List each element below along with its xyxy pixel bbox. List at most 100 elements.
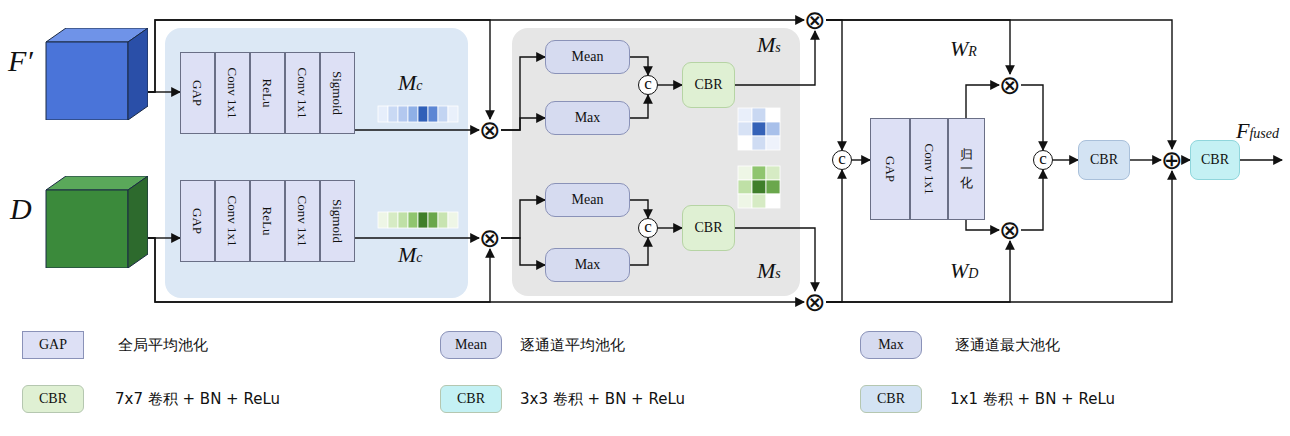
node-label: D — [10, 192, 32, 226]
legend-text: 全局平均池化 — [118, 331, 208, 359]
layer-box: GAP — [870, 118, 910, 220]
layer-box: Sigmoid — [320, 180, 355, 262]
spatial-weight-cell — [752, 194, 766, 208]
module-panel: MsMsMeanMaxcCBRMeanMaxcCBR — [512, 28, 800, 296]
legend-text: 7x7 卷积 + BN + ReLu — [115, 385, 280, 413]
spatial-weight-cell — [752, 108, 766, 122]
channel-weight-cell — [408, 106, 418, 122]
layer-box: ReLu — [250, 52, 285, 134]
pooling-box: Mean — [545, 183, 630, 217]
legend-text: 逐通道最大池化 — [955, 331, 1060, 359]
node-label: Conv 1x1 — [225, 68, 241, 119]
data-flow-arrow — [826, 20, 1010, 74]
legend-sample-label: CBR — [39, 391, 67, 407]
data-flow-arrow — [1053, 159, 1078, 160]
input-tensor: D — [8, 176, 148, 268]
layer-box: Conv 1x1 — [215, 52, 250, 134]
weight-label: WR — [950, 36, 977, 62]
data-flow-arrow — [966, 220, 999, 230]
channel-weight-cell — [418, 212, 428, 228]
data-flow-arrow — [658, 84, 682, 85]
node-label: F′ — [8, 44, 33, 78]
node-label: Sigmoid — [330, 71, 346, 115]
layer-box: Sigmoid — [320, 52, 355, 134]
node-label: GAP — [189, 80, 205, 106]
legend-swatch: CBR — [22, 385, 84, 413]
node-label: GAP — [189, 208, 205, 234]
node-label: CBR — [694, 77, 722, 93]
layer-box: 归一化 — [948, 118, 985, 220]
spatial-weight-cell — [766, 180, 780, 194]
node-label: CBR — [694, 220, 722, 236]
layer-box: Conv 1x1 — [910, 118, 948, 220]
operator-symbol: ⊗ — [479, 227, 501, 249]
node-label: CBR — [1201, 152, 1229, 168]
legend-text: 逐通道平均池化 — [520, 331, 625, 359]
layer-box: Conv 1x1 — [215, 180, 250, 262]
layer-box: Conv 1x1 — [285, 52, 320, 134]
concat-circle: c — [638, 218, 658, 238]
node-label: Conv 1x1 — [295, 196, 311, 247]
data-flow-arrow — [630, 95, 648, 118]
channel-panel — [165, 28, 468, 298]
node-label: ⊗ — [479, 119, 501, 141]
node-label: c — [644, 75, 652, 92]
cube-face — [46, 42, 128, 120]
channel-weight-cell — [378, 106, 388, 122]
spatial-panel — [512, 28, 800, 296]
legend-sample-label: Max — [878, 337, 904, 353]
data-flow-arrow — [501, 238, 545, 265]
weight-label: Ffused — [1236, 118, 1279, 144]
data-flow-arrow — [735, 31, 815, 85]
data-flow-arrow — [735, 228, 815, 291]
node-label: c — [1039, 150, 1047, 167]
data-flow-arrow — [501, 200, 545, 238]
conv-block: CBR — [682, 205, 735, 251]
data-flow-arrow — [852, 159, 870, 160]
data-flow-arrow — [1021, 170, 1043, 230]
node-label: GAP — [882, 156, 898, 182]
data-flow-arrow — [355, 129, 479, 130]
node-label: Max — [575, 110, 601, 126]
channel-weight-cell — [448, 106, 458, 122]
channel-weight-cell — [398, 106, 408, 122]
node-label: ⊗ — [804, 291, 826, 313]
pooling-box: Max — [545, 248, 630, 282]
legend-sample-label: GAP — [39, 337, 67, 353]
data-flow-arrow — [501, 118, 545, 130]
legend-text: 3x3 卷积 + BN + ReLu — [520, 385, 685, 413]
spatial-weight-cell — [766, 108, 780, 122]
operator-symbol: ⊗ — [804, 9, 826, 31]
data-flow-arrow — [826, 20, 842, 150]
operator-symbol: ⊗ — [804, 291, 826, 313]
concat-circle: c — [638, 75, 658, 95]
spatial-weight-cell — [752, 136, 766, 150]
node-label: Mean — [572, 49, 604, 65]
spatial-weight-cell — [766, 136, 780, 150]
data-flow-arrow — [1130, 159, 1161, 160]
channel-weight-cell — [388, 212, 398, 228]
layer-box: Conv 1x1 — [285, 180, 320, 262]
legend-swatch: Max — [860, 331, 922, 359]
spatial-weight-cell — [738, 180, 752, 194]
channel-weight-cell — [428, 212, 438, 228]
legend-swatch: Mean — [440, 331, 502, 359]
legend-sample-label: Mean — [455, 337, 487, 353]
operator-symbol: ⊗ — [479, 119, 501, 141]
operator-symbol: ⊗ — [999, 219, 1021, 241]
channel-weight-cell — [438, 212, 448, 228]
node-label: c — [838, 150, 846, 167]
pooling-box: Max — [545, 101, 630, 135]
data-flow-arrow — [1021, 85, 1043, 150]
legend-swatch: CBR — [440, 385, 502, 413]
legend-swatch: CBR — [860, 385, 922, 413]
legend-swatch: GAP — [22, 331, 84, 359]
channel-weight-cell — [378, 212, 388, 228]
input-tensor: F′ — [8, 28, 148, 120]
node-label: Ms — [757, 258, 781, 284]
node-label: ReLu — [259, 207, 275, 236]
data-flow-arrow — [355, 237, 479, 238]
spatial-weight-cell — [738, 166, 752, 180]
channel-weight-cell — [398, 212, 408, 228]
